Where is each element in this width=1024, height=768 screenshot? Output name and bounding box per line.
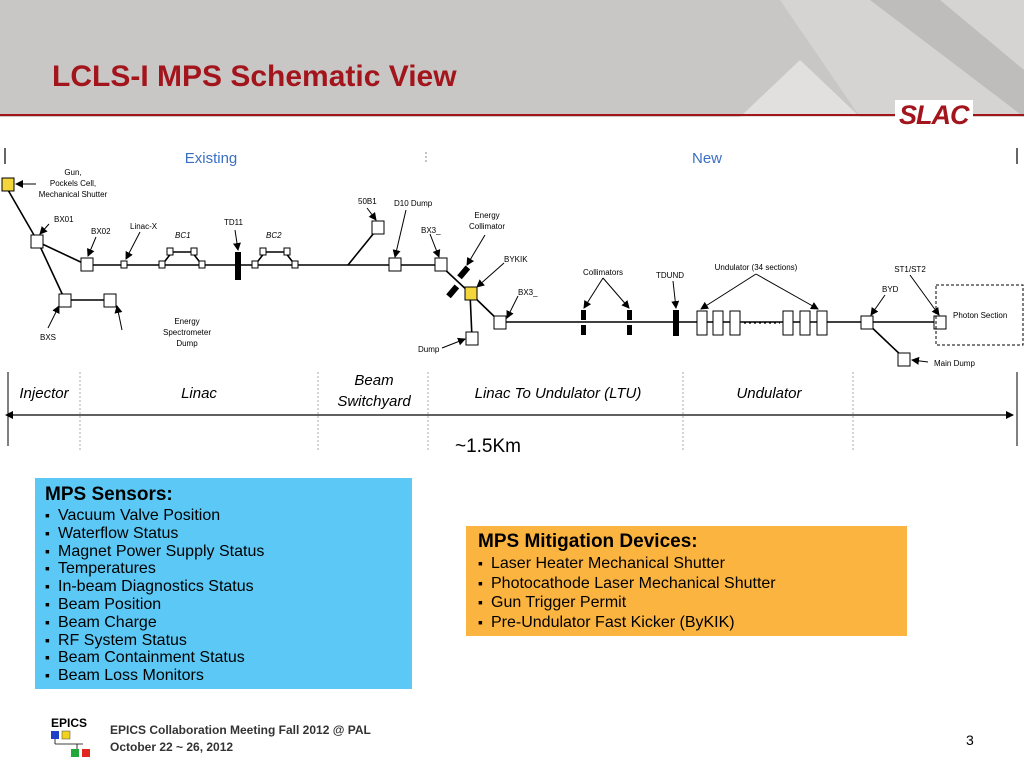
bx02-label: BX02: [91, 227, 111, 236]
list-item: Beam Position: [45, 596, 402, 614]
epics-logo-text: EPICS: [51, 716, 88, 730]
50b1-label: 50B1: [358, 197, 377, 206]
list-item: Magnet Power Supply Status: [45, 543, 402, 561]
tdund-label: TDUND: [656, 271, 684, 280]
spec-dump-label-1: Energy: [174, 317, 199, 326]
photon-section-label: Photon Section: [953, 311, 1007, 320]
region-ltu: Linac To Undulator (LTU): [475, 385, 642, 402]
sensors-list: Vacuum Valve Position Waterflow Status M…: [45, 507, 402, 685]
spec-dump-label-2: Spectrometer: [163, 328, 211, 337]
d10-label: D10 Dump: [394, 199, 433, 208]
list-item: Beam Loss Monitors: [45, 667, 402, 685]
existing-label: Existing: [185, 150, 238, 167]
list-item: Beam Containment Status: [45, 649, 402, 667]
gun-label-1: Gun,: [64, 168, 81, 177]
region-beam-sw-2: Switchyard: [337, 393, 411, 410]
mitigation-list: Laser Heater Mechanical Shutter Photocat…: [478, 554, 895, 632]
bx3-a-label: BX3_: [421, 226, 441, 235]
region-labels: Injector Linac Beam Switchyard Linac To …: [19, 372, 802, 410]
gun-label-3: Mechanical Shutter: [39, 190, 108, 199]
bxs-label: BXS: [40, 333, 56, 342]
byd-label: BYD: [882, 285, 899, 294]
devices: [1, 177, 947, 367]
list-item: Waterflow Status: [45, 525, 402, 543]
device-labels: Gun, Pockels Cell, Mechanical Shutter BX…: [39, 168, 1008, 368]
list-item: Laser Heater Mechanical Shutter: [478, 554, 895, 574]
dump-label: Dump: [418, 345, 440, 354]
region-undulator: Undulator: [736, 385, 802, 402]
gun-label-2: Pockels Cell,: [50, 179, 96, 188]
title-rule: [0, 114, 1024, 116]
linacx-label: Linac-X: [130, 222, 158, 231]
footer-line-1: EPICS Collaboration Meeting Fall 2012 @ …: [110, 723, 371, 737]
epics-logo-icon: [51, 730, 90, 757]
spec-dump-label-3: Dump: [176, 339, 198, 348]
list-item: Photocathode Laser Mechanical Shutter: [478, 574, 895, 594]
mitigation-heading: MPS Mitigation Devices:: [478, 531, 698, 552]
list-item: Gun Trigger Permit: [478, 593, 895, 613]
mps-schematic-diagram: Existing New: [1, 148, 1024, 457]
list-item: Vacuum Valve Position: [45, 507, 402, 525]
bx01-label: BX01: [54, 215, 74, 224]
stoppers: [235, 252, 679, 336]
energy-coll-label-2: Collimator: [469, 222, 505, 231]
list-item: RF System Status: [45, 632, 402, 650]
list-item: In-beam Diagnostics Status: [45, 578, 402, 596]
mps-mitigation-box: MPS Mitigation Devices: Laser Heater Mec…: [466, 526, 907, 636]
bc1-label: BC1: [175, 231, 191, 240]
distance-label: ~1.5Km: [455, 436, 521, 457]
main-dump-label: Main Dump: [934, 359, 975, 368]
region-linac: Linac: [181, 385, 217, 402]
bx3-b-label: BX3_: [518, 288, 538, 297]
slac-logo: SLAC: [895, 100, 973, 131]
region-injector: Injector: [19, 385, 69, 402]
list-item: Beam Charge: [45, 614, 402, 632]
region-beam-sw-1: Beam: [354, 372, 393, 389]
undulator-sections-label: Undulator (34 sections): [715, 263, 798, 272]
mps-sensors-box: MPS Sensors: Vacuum Valve Position Water…: [35, 478, 412, 689]
callout-arrows: [15, 180, 940, 365]
collimators-label: Collimators: [583, 268, 623, 277]
energy-coll-label-1: Energy: [474, 211, 499, 220]
bykik-label: BYKIK: [504, 255, 528, 264]
bc2-label: BC2: [266, 231, 282, 240]
st1st2-label: ST1/ST2: [894, 265, 926, 274]
photon-section-box: [935, 284, 1024, 346]
page-number: 3: [966, 732, 974, 748]
page-title: LCLS-I MPS Schematic View: [52, 60, 457, 93]
new-label: New: [692, 150, 722, 167]
header-graphic: [740, 0, 1024, 117]
list-item: Pre-Undulator Fast Kicker (ByKIK): [478, 613, 895, 633]
list-item: Temperatures: [45, 560, 402, 578]
header-band: [0, 0, 1024, 117]
footer-info: EPICS Collaboration Meeting Fall 2012 @ …: [110, 722, 371, 756]
footer-line-2: October 22 ~ 26, 2012: [110, 740, 234, 754]
sensors-heading: MPS Sensors:: [45, 484, 173, 505]
td11-label: TD11: [224, 218, 244, 227]
